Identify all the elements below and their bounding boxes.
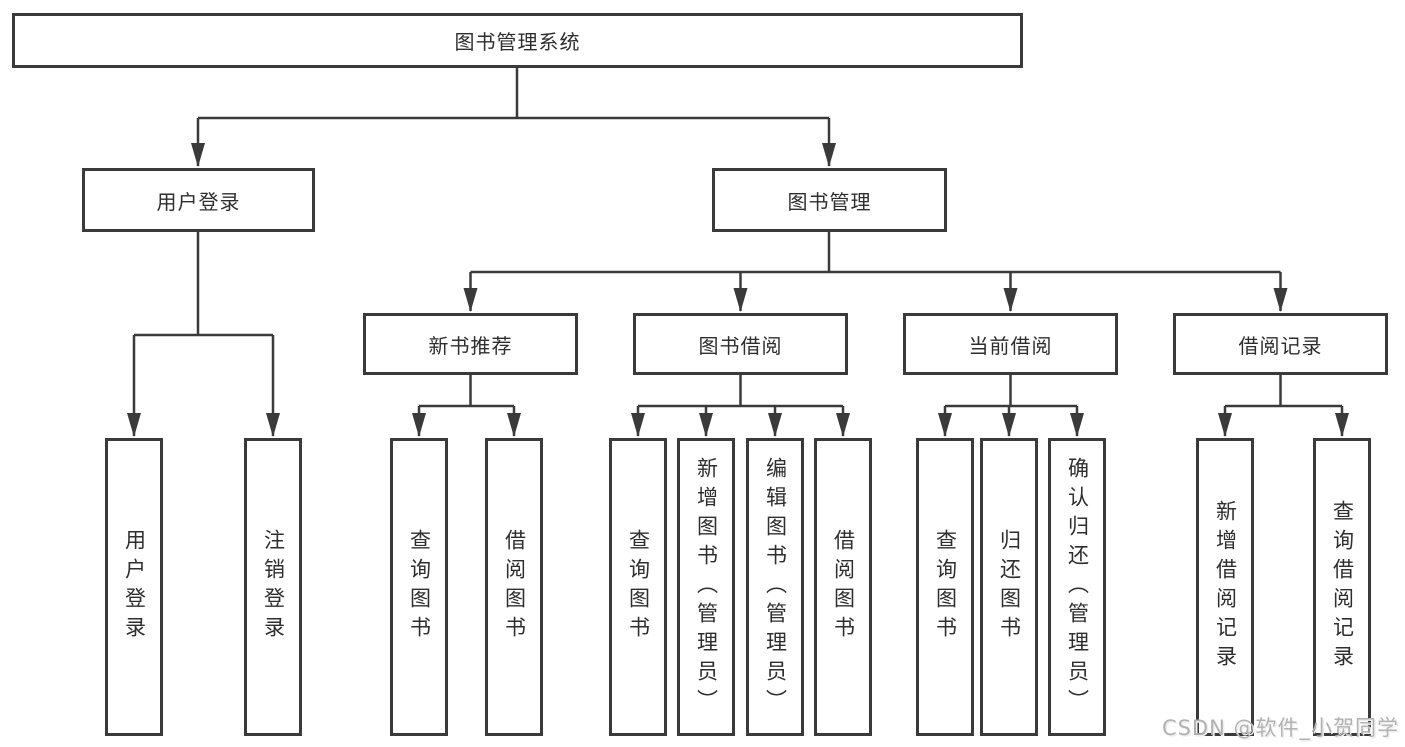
leaf-borrow-books-recommend-label: 借阅图书	[502, 529, 527, 645]
node-new-book-recommend-label: 新书推荐	[428, 333, 513, 358]
node-current-borrow-label: 当前借阅	[968, 333, 1053, 358]
leaf-return-book-label: 归还图书	[997, 529, 1022, 645]
node-user-login: 用户登录	[82, 168, 315, 232]
leaf-user-login-label: 用户登录	[122, 529, 147, 645]
leaf-query-books-current: 查询图书	[916, 438, 974, 736]
leaf-add-borrow-record-label: 新增借阅记录	[1213, 500, 1238, 674]
leaf-query-books-current-label: 查询图书	[933, 529, 958, 645]
node-user-login-label: 用户登录	[156, 189, 241, 214]
leaf-edit-book-admin-label: 编辑图书（管理员）	[763, 456, 788, 718]
leaf-logout-label: 注销登录	[261, 529, 286, 645]
leaf-add-borrow-record: 新增借阅记录	[1196, 438, 1254, 736]
node-borrow-records: 借阅记录	[1173, 313, 1388, 375]
node-root: 图书管理系统	[12, 13, 1023, 68]
leaf-edit-book-admin: 编辑图书（管理员）	[746, 438, 804, 736]
leaf-logout: 注销登录	[244, 438, 302, 736]
node-root-label: 图书管理系统	[454, 30, 581, 54]
node-borrow-records-label: 借阅记录	[1238, 333, 1323, 358]
leaf-add-book-admin-label: 新增图书（管理员）	[694, 456, 719, 718]
leaf-borrow-books-recommend: 借阅图书	[485, 438, 543, 736]
leaf-borrow-books-label: 借阅图书	[831, 529, 856, 645]
leaf-user-login: 用户登录	[105, 438, 163, 736]
node-book-management: 图书管理	[712, 168, 947, 232]
node-current-borrow: 当前借阅	[903, 313, 1118, 375]
leaf-confirm-return-admin: 确认归还（管理员）	[1048, 438, 1106, 736]
leaf-query-books-recommend-label: 查询图书	[407, 529, 432, 645]
leaf-borrow-books: 借阅图书	[814, 438, 872, 736]
node-book-borrow-label: 图书借阅	[698, 333, 783, 358]
leaf-return-book: 归还图书	[980, 438, 1038, 736]
node-book-borrow: 图书借阅	[633, 313, 848, 375]
node-new-book-recommend: 新书推荐	[363, 313, 578, 375]
watermark-text: CSDN @软件_小贺同学	[1161, 716, 1399, 740]
leaf-query-books-recommend: 查询图书	[390, 438, 448, 736]
leaf-add-book-admin: 新增图书（管理员）	[677, 438, 735, 736]
leaf-query-books-borrow-label: 查询图书	[626, 529, 651, 645]
node-book-management-label: 图书管理	[787, 189, 872, 214]
leaf-confirm-return-admin-label: 确认归还（管理员）	[1065, 456, 1090, 718]
leaf-query-borrow-record-label: 查询借阅记录	[1330, 500, 1355, 674]
leaf-query-books-borrow: 查询图书	[609, 438, 667, 736]
leaf-query-borrow-record: 查询借阅记录	[1313, 438, 1371, 736]
